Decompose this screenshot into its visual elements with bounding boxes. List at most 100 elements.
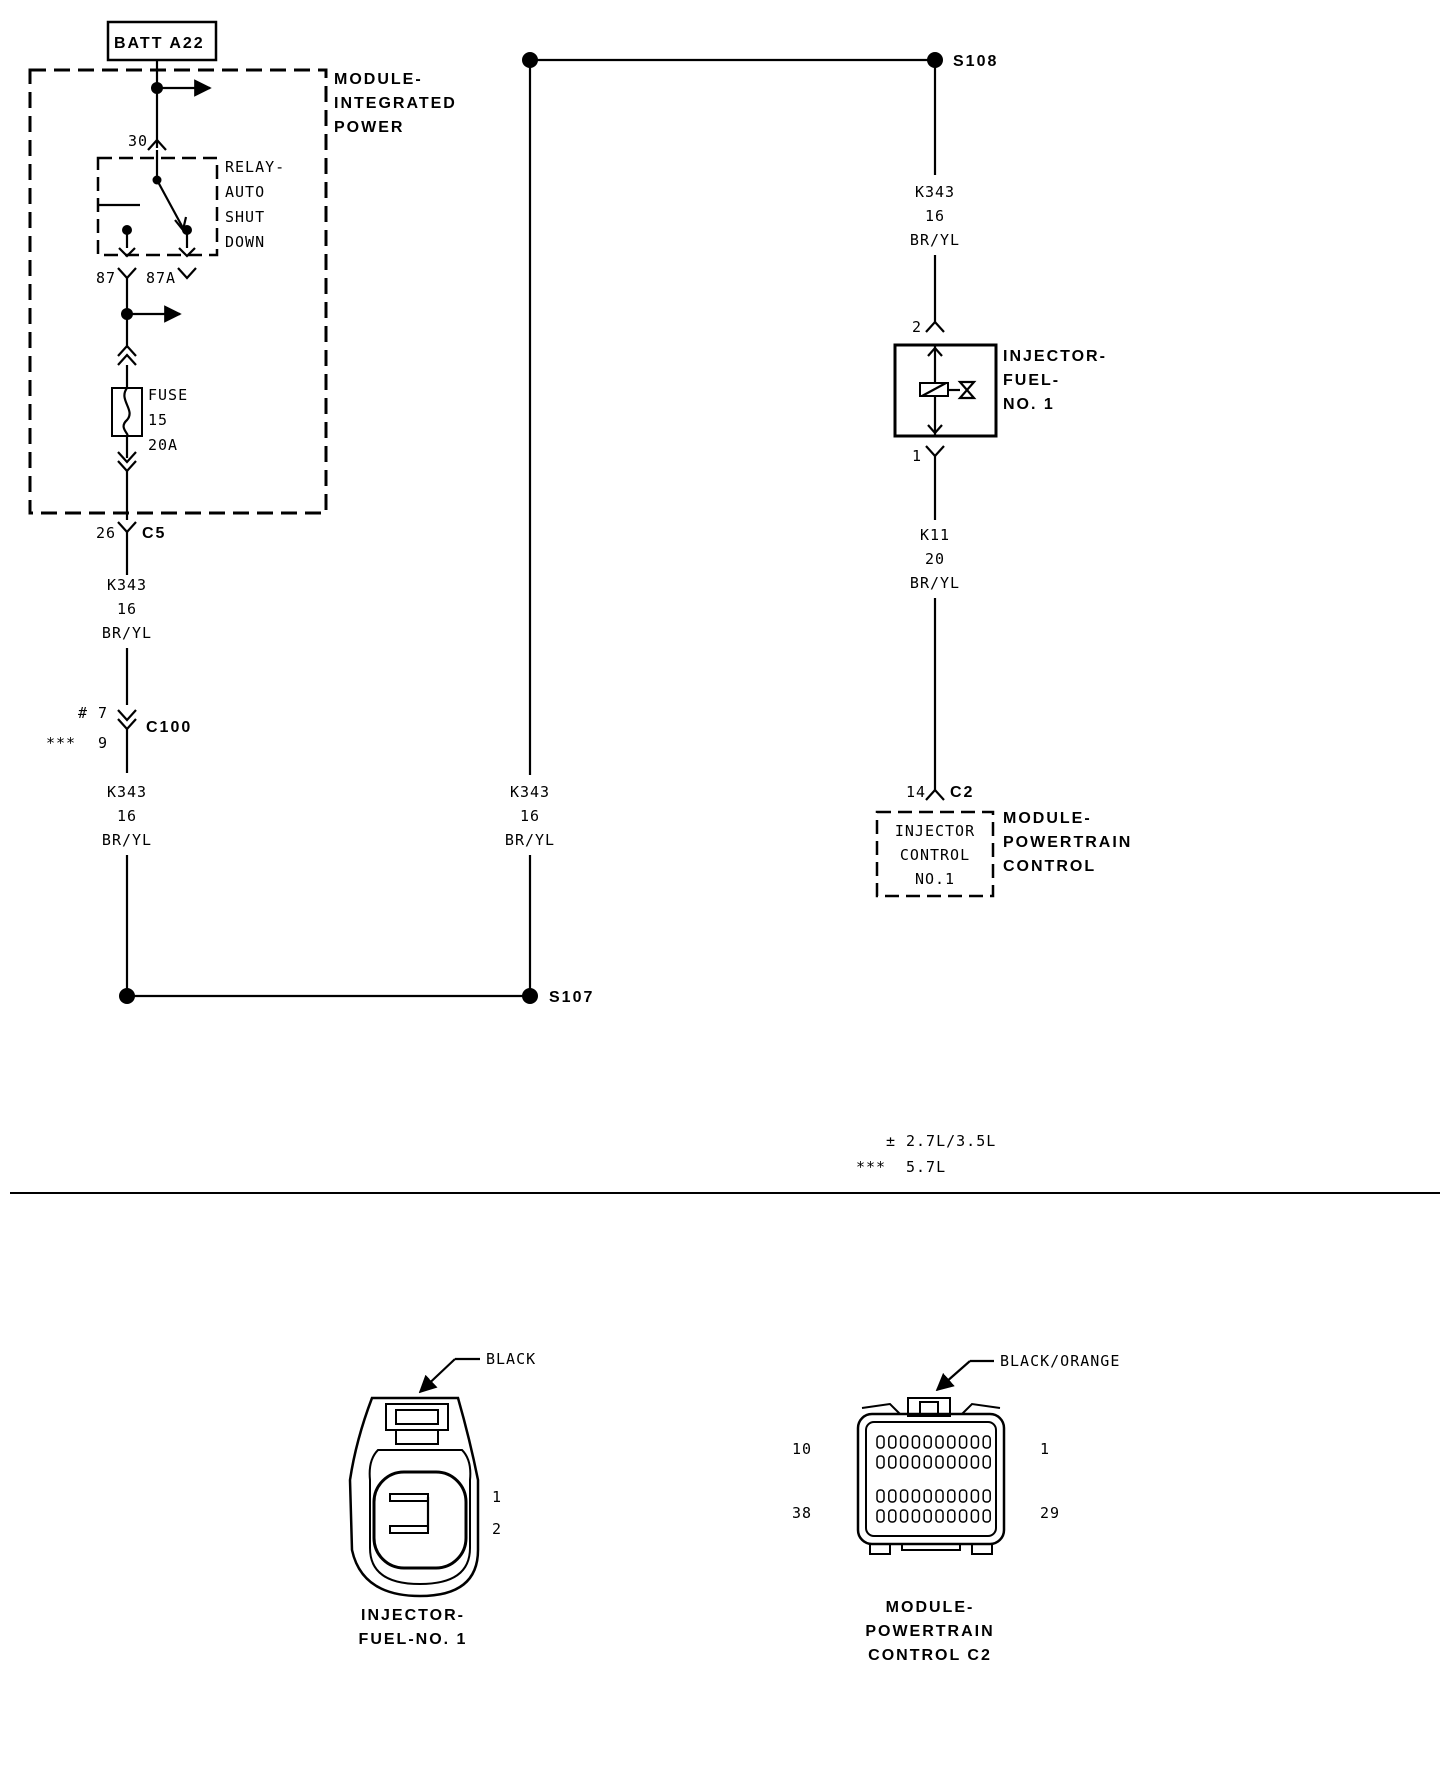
pin-cavity [947, 1455, 956, 1469]
injector-connector-color: BLACK [486, 1350, 536, 1368]
pin-cavity [958, 1509, 968, 1523]
battery-label: BATT A22 [114, 35, 205, 52]
fuse-circuit: FUSE 15 20A [111, 278, 188, 520]
pcm-c2-title-1: MODULE- [886, 1599, 975, 1616]
pin-cavity [935, 1435, 944, 1449]
wire-color: BR/YL [910, 574, 960, 592]
fuse-label-line-3: 20A [148, 436, 178, 454]
wire-label-k343-c: K343 16 BR/YL [505, 783, 555, 849]
injector-label-line-1: INJECTOR- [1003, 348, 1107, 365]
fuse-label-line-2: 15 [148, 411, 168, 429]
s107-name: S107 [549, 989, 594, 1006]
pcm-pin: 14 [906, 783, 926, 801]
pin-cavity [982, 1489, 991, 1503]
ipm-label-line-2: INTEGRATED [334, 95, 457, 112]
wire-circuit: K343 [107, 576, 147, 594]
wire-color: BR/YL [102, 831, 152, 849]
pin-cavity [958, 1489, 968, 1503]
pin-cavity [970, 1455, 980, 1469]
pcm-inner-line-2: CONTROL [900, 846, 970, 864]
wire-circuit: K343 [915, 183, 955, 201]
pin-cavity [899, 1509, 909, 1523]
s108-name: S108 [953, 53, 998, 70]
pin-cavity [958, 1435, 968, 1449]
pin-cavity [911, 1489, 921, 1503]
pin-cavity [888, 1509, 897, 1523]
pin-cavity [911, 1455, 921, 1469]
c100-name: C100 [146, 719, 192, 736]
injector-connector-pin-2: 2 [492, 1520, 502, 1538]
pin-cavity [876, 1509, 885, 1523]
pcm-c2-pin-label-29: 29 [1040, 1504, 1060, 1522]
relay-label-line-3: SHUT [225, 208, 265, 226]
pin-cavity [947, 1435, 956, 1449]
pcm-c2-connector-color: BLACK/ORANGE [1000, 1352, 1120, 1370]
pin-cavity [911, 1509, 921, 1523]
pcm-label-line-1: MODULE- [1003, 810, 1092, 827]
wire-color: BR/YL [102, 624, 152, 642]
relay-pin-30: 30 [128, 132, 148, 150]
fuel-injector-1: 2 1 INJECTOR- FUEL- NO. 1 [893, 318, 1107, 465]
pcm-c2-pin-grid [876, 1435, 991, 1523]
injector-label-line-2: FUEL- [1003, 372, 1060, 389]
pcm-connector-name: C2 [950, 784, 974, 801]
pcm-label-line-3: CONTROL [1003, 858, 1096, 875]
injector-label-line-3: NO. 1 [1003, 396, 1055, 413]
c5-name: C5 [142, 525, 166, 542]
relay-label-line-4: DOWN [225, 233, 265, 251]
legend: ± 2.7L/3.5L *** 5.7L [856, 1132, 996, 1176]
wire-label-k11: K11 20 BR/YL [910, 526, 960, 592]
c5-pin: 26 [96, 524, 116, 542]
wire-gauge: 16 [117, 807, 137, 825]
pin-cavity [888, 1489, 897, 1503]
battery-feed: 30 [128, 60, 212, 151]
ipm-label-line-1: MODULE- [334, 71, 423, 88]
connector-c5: 26 C5 [96, 521, 166, 542]
connector-c100: # 7 *** 9 C100 [46, 704, 192, 752]
legend-text-1: 2.7L/3.5L [906, 1132, 996, 1150]
pcm-label-line-2: POWERTRAIN [1003, 834, 1132, 851]
pin-cavity [970, 1435, 980, 1449]
pcm-c2-connector-view: BLACK/ORANGE 10 1 38 29 MODULE- POWERTRA… [792, 1352, 1120, 1664]
pin-cavity [947, 1489, 956, 1503]
pcm-module: 14 C2 INJECTOR CONTROL NO.1 MODULE- POWE… [875, 783, 1132, 898]
pin-cavity [888, 1455, 897, 1469]
pin-cavity [911, 1435, 921, 1449]
pin-cavity [935, 1489, 944, 1503]
splice-s108: S108 [522, 52, 998, 70]
injector-connector-view: BLACK 1 2 INJECTOR- FUEL-NO. 1 [348, 1350, 536, 1648]
splice-s107: S107 [119, 988, 594, 1006]
wire-circuit: K11 [920, 526, 950, 544]
injector-pin-1: 1 [912, 447, 922, 465]
pin-cavity [982, 1435, 991, 1449]
injector-pin-2: 2 [912, 318, 922, 336]
wire-label-k343-a: K343 16 BR/YL [102, 576, 152, 642]
wire-color: BR/YL [505, 831, 555, 849]
relay-label-line-1: RELAY- [225, 158, 285, 176]
pin-cavity [947, 1509, 956, 1523]
relay-auto-shutdown: RELAY- AUTO SHUT DOWN 87 87A [96, 150, 285, 287]
legend-mark-1: ± [886, 1132, 896, 1150]
c100-pin-b-mark: *** [46, 734, 76, 752]
pcm-inner-line-3: NO.1 [915, 870, 955, 888]
pin-cavity [899, 1455, 909, 1469]
wire-gauge: 16 [925, 207, 945, 225]
c100-pin-b: 9 [98, 734, 108, 752]
pin-cavity [970, 1489, 980, 1503]
pin-cavity [935, 1509, 944, 1523]
wire-color: BR/YL [910, 231, 960, 249]
pin-cavity [876, 1489, 885, 1503]
wire-label-k343-d: K343 16 BR/YL [910, 183, 960, 249]
wire-label-k343-b: K343 16 BR/YL [102, 783, 152, 849]
c100-pin-a: 7 [98, 704, 108, 722]
fuse-label-line-1: FUSE [148, 386, 188, 404]
pcm-c2-title-2: POWERTRAIN [865, 1623, 994, 1640]
wire-circuit: K343 [107, 783, 147, 801]
injector-connector-pin-1: 1 [492, 1488, 502, 1506]
injector-connector-title-1: INJECTOR- [361, 1607, 465, 1624]
pin-cavity [982, 1509, 991, 1523]
wire-gauge: 20 [925, 550, 945, 568]
pin-cavity [899, 1489, 909, 1503]
ipm-module: MODULE- INTEGRATED POWER [28, 68, 457, 515]
relay-pin-87: 87 [96, 269, 116, 287]
